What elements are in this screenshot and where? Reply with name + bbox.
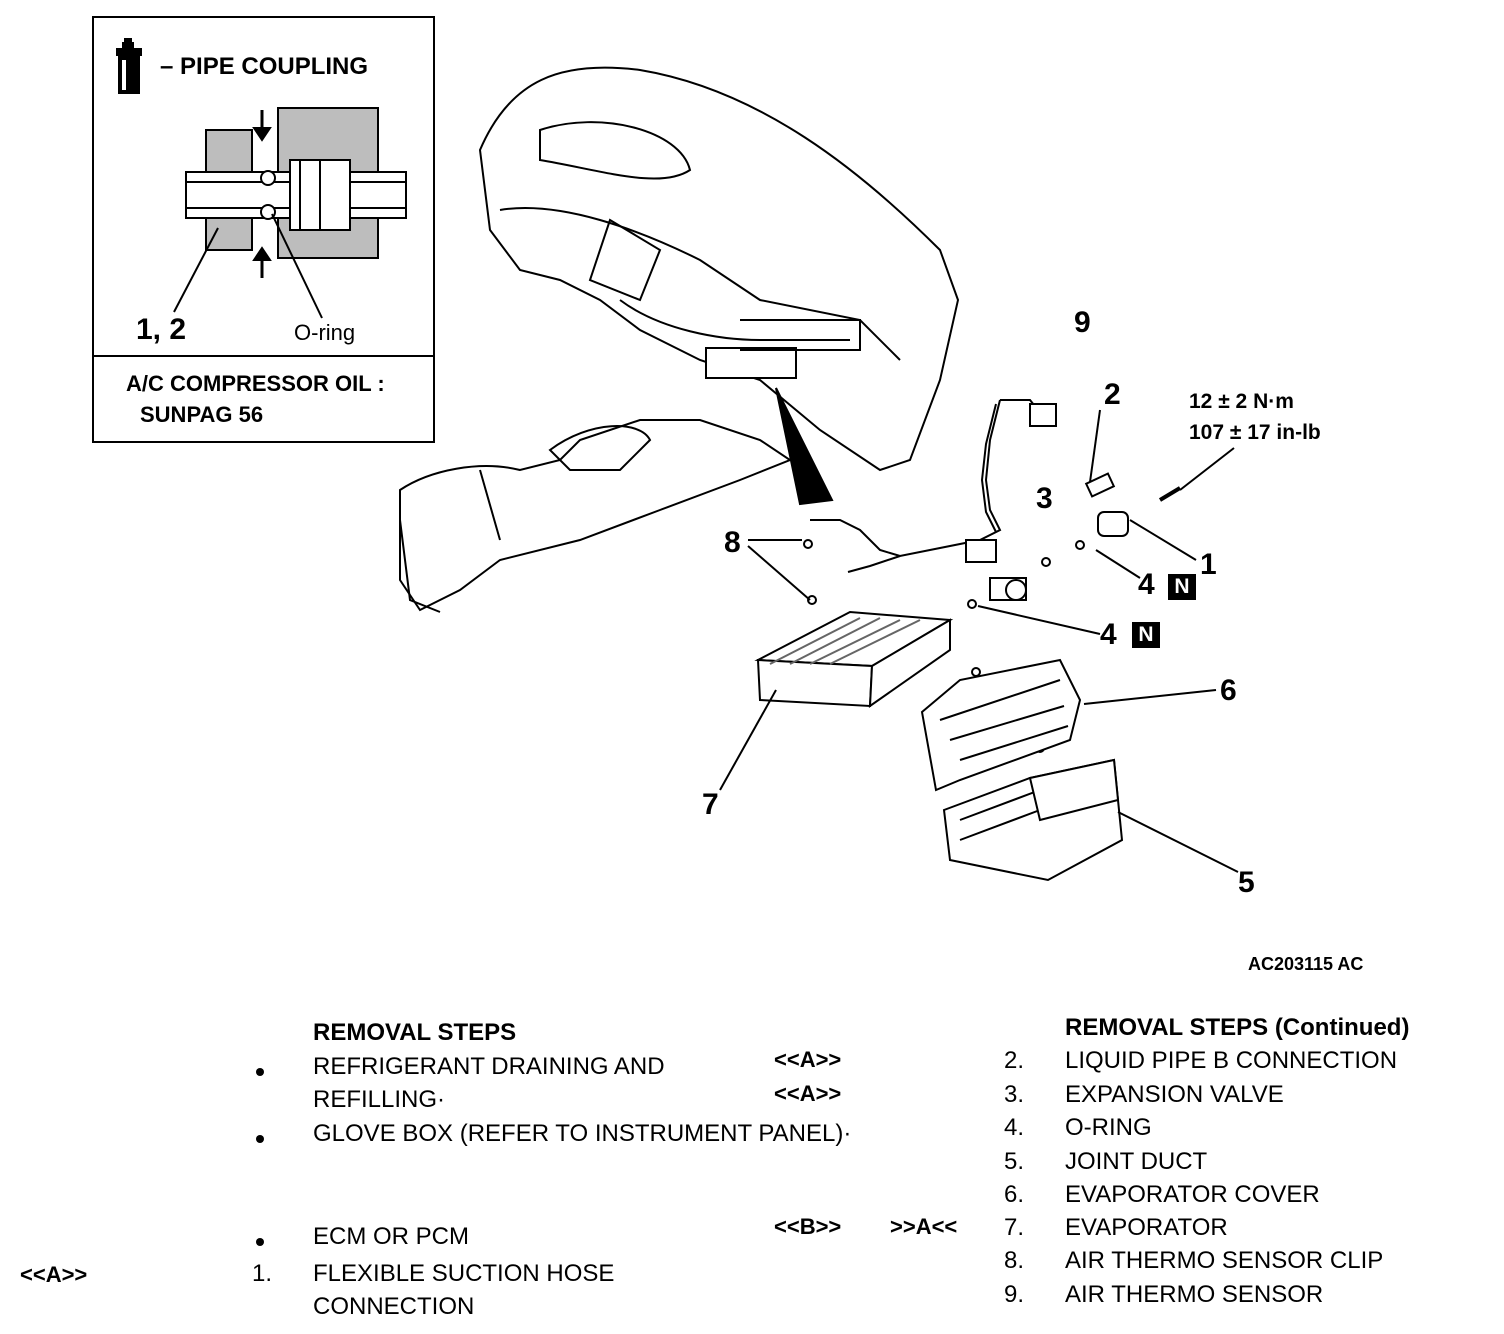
figure-code: AC203115 AC: [1248, 954, 1364, 974]
bullet-marker: [256, 1238, 264, 1246]
step-6-text: EVAPORATOR COVER: [1065, 1181, 1320, 1208]
inset-divider: [92, 355, 435, 357]
torque-metric: 12 ± 2 N·m: [1189, 390, 1294, 413]
step-1-ref: <<A>>: [20, 1262, 88, 1287]
step-5-text: JOINT DUCT: [1065, 1148, 1208, 1175]
bullet-marker: [256, 1135, 264, 1143]
evaporator-cover-drawing: [920, 658, 1082, 792]
expansion-valve-drawing: [803, 472, 1182, 753]
callout-3: 3: [1036, 482, 1053, 515]
callout-7: 7: [702, 788, 719, 821]
callout-4-upper: 4: [1138, 568, 1155, 601]
evaporator-drawing: [754, 610, 954, 708]
pipe-coupling-label: – PIPE COUPLING: [160, 53, 369, 80]
oil-value: SUNPAG 56: [140, 402, 264, 427]
pipe-coupling-drawing: [173, 107, 407, 319]
callout-9: 9: [1074, 306, 1091, 339]
step-glove-box: GLOVE BOX (REFER TO INSTRUMENT PANEL)·: [313, 1120, 852, 1147]
air-thermo-sensor-drawing: [810, 399, 1057, 573]
callout-5: 5: [1238, 866, 1255, 899]
n-badge-lower: N: [1132, 622, 1160, 648]
callout-parts-1-2: 1, 2: [136, 313, 187, 346]
step-refrigerant-ref2: <<A>>: [774, 1081, 842, 1106]
callout-2: 2: [1104, 378, 1121, 411]
step-7-text: EVAPORATOR: [1065, 1214, 1228, 1241]
removal-steps-continued-heading: REMOVAL STEPS (Continued): [1065, 1014, 1410, 1041]
joint-duct-drawing: [942, 758, 1124, 882]
callout-8: 8: [724, 526, 741, 559]
step-9-text: AIR THERMO SENSOR: [1065, 1281, 1324, 1308]
step-1-line2: CONNECTION: [313, 1293, 475, 1320]
step-ecm-ref-a: >>A<<: [890, 1214, 958, 1239]
leader-lines: [719, 409, 1239, 873]
callout-1: 1: [1200, 548, 1217, 581]
step-3-number: 3.: [1004, 1081, 1025, 1108]
oil-title: A/C COMPRESSOR OIL :: [126, 371, 385, 396]
callout-4-lower: 4: [1100, 618, 1117, 651]
removal-steps-heading: REMOVAL STEPS: [313, 1019, 517, 1046]
step-refrigerant-line2: REFILLING·: [313, 1086, 446, 1113]
step-7-number: 7.: [1004, 1214, 1025, 1241]
step-4-number: 4.: [1004, 1114, 1025, 1141]
step-ecm-pcm: ECM OR PCM: [313, 1223, 469, 1250]
step-1-number: 1.: [252, 1260, 273, 1287]
step-6-number: 6.: [1004, 1181, 1025, 1208]
bullet-marker: [256, 1068, 264, 1076]
step-9-number: 9.: [1004, 1281, 1025, 1308]
step-3-text: EXPANSION VALVE: [1065, 1081, 1284, 1108]
step-refrigerant-ref: <<A>>: [774, 1047, 842, 1072]
callout-6: 6: [1220, 674, 1237, 707]
dashboard-drawing: [399, 66, 960, 613]
step-ecm-ref-b: <<B>>: [774, 1214, 842, 1239]
o-ring-label: O-ring: [294, 320, 356, 345]
step-refrigerant-line1: REFRIGERANT DRAINING AND: [313, 1053, 665, 1080]
step-2-number: 2.: [1004, 1047, 1025, 1074]
step-2-text: LIQUID PIPE B CONNECTION: [1065, 1047, 1398, 1074]
step-8-text: AIR THERMO SENSOR CLIP: [1065, 1247, 1384, 1274]
step-4-text: O-RING: [1065, 1114, 1152, 1141]
n-badge-upper: N: [1168, 574, 1196, 600]
pipe-coupling-inset: [92, 16, 435, 443]
oil-can-icon: [116, 38, 142, 94]
step-1-line1: FLEXIBLE SUCTION HOSE: [313, 1260, 615, 1287]
step-5-number: 5.: [1004, 1148, 1025, 1175]
torque-imperial: 107 ± 17 in-lb: [1189, 421, 1321, 444]
step-8-number: 8.: [1004, 1247, 1025, 1274]
